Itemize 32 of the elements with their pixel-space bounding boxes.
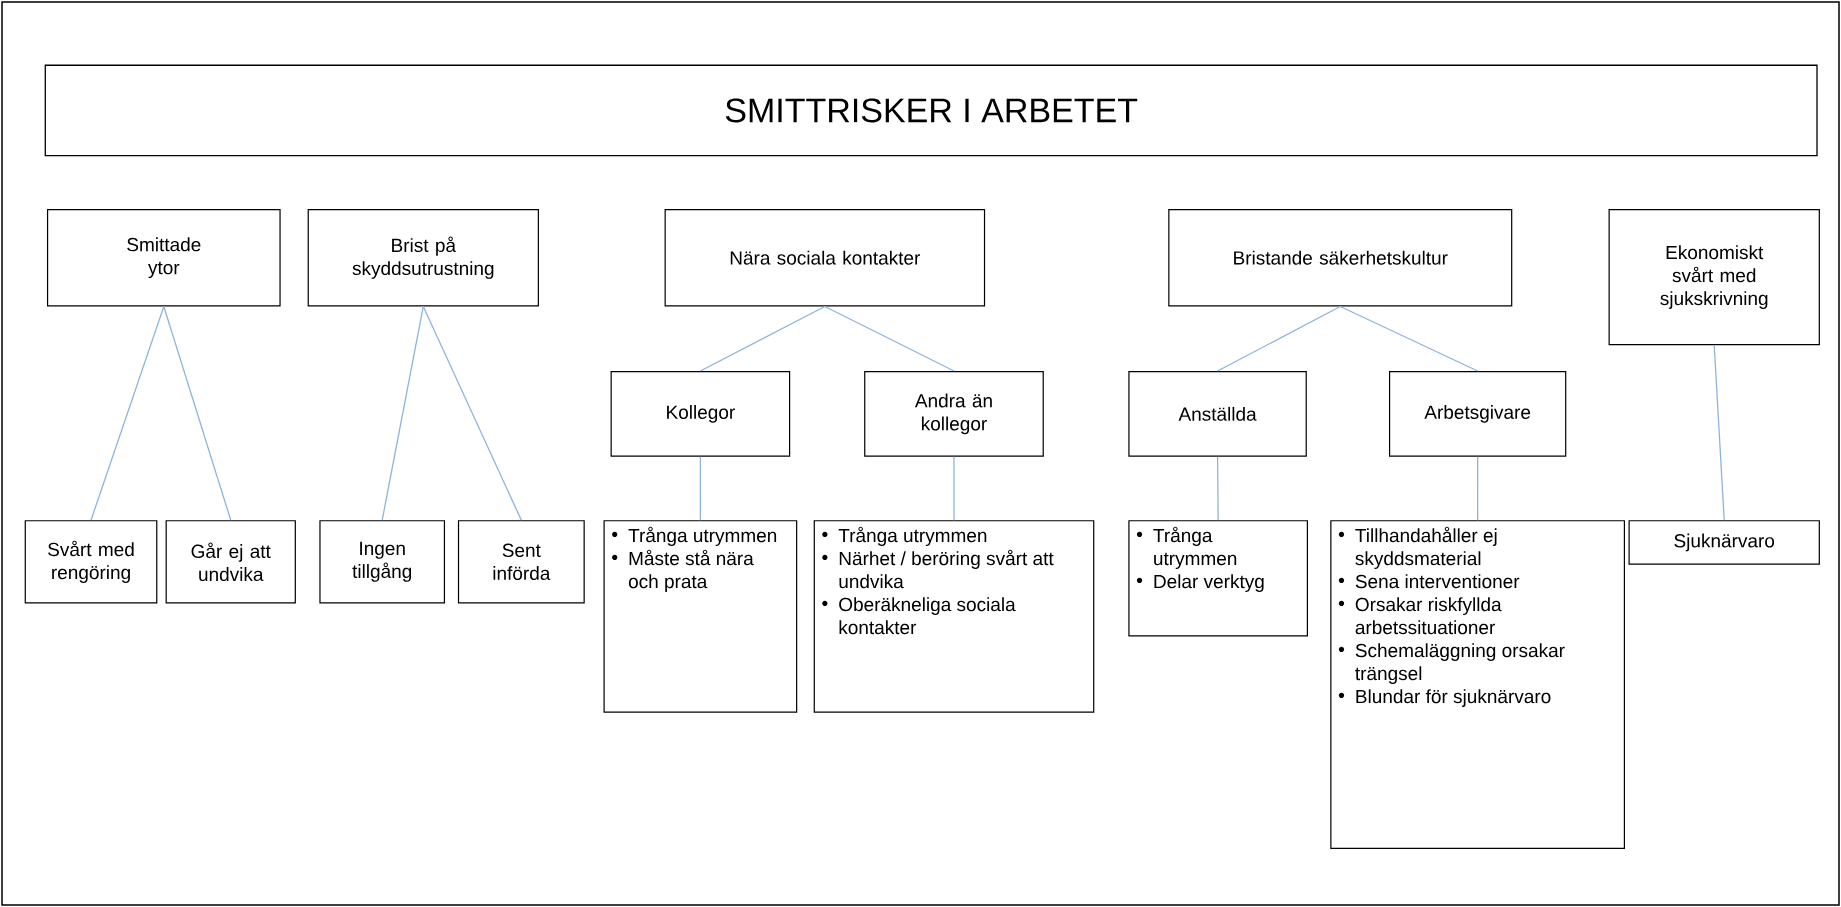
connector-line xyxy=(1477,456,1479,521)
category-box: Brist på skyddsutrustning xyxy=(307,209,539,307)
connector-line xyxy=(381,305,424,521)
connector-line xyxy=(90,305,165,521)
category-box: Bristande säkerhetskultur xyxy=(1168,209,1513,307)
bullet-list-box: Tillhandahåller ej skyddsmaterial Sena interventioner Orsakar riskfyllda arbetssituationer Schemaläggning orsakar trängsel Blundar för sjuknärvaro xyxy=(1330,520,1625,849)
bullet-list-box: Trånga utrymmen Delar verktyg xyxy=(1128,520,1308,637)
category-box: Nära sociala kontakter xyxy=(664,209,986,307)
connector-line xyxy=(699,305,826,372)
connector-line xyxy=(163,305,232,521)
connector-line xyxy=(699,456,702,521)
connector-line xyxy=(953,456,955,521)
category-box: Ingen tillgång xyxy=(319,520,446,604)
category-box: Smittade ytor xyxy=(47,209,281,307)
connector-line xyxy=(1339,305,1479,372)
category-box: Andra än kollegor xyxy=(864,371,1044,457)
bullet-list-box: Trånga utrymmen Måste stå nära och prata xyxy=(603,520,798,713)
category-box: Svårt med rengöring xyxy=(24,520,158,604)
category-box: Kollegor xyxy=(610,371,791,457)
bullet-list-box: Trånga utrymmen Närhet / beröring svårt att undvika Oberäkneliga sociala kontakter xyxy=(813,520,1095,713)
connector-line xyxy=(422,305,522,521)
connector-line xyxy=(824,305,955,372)
category-box: Arbetsgivare xyxy=(1389,371,1567,457)
category-box: Sjuknärvaro xyxy=(1628,520,1820,565)
category-box: Sent införda xyxy=(457,520,585,604)
connector-line xyxy=(1216,305,1341,372)
category-box: Anställda xyxy=(1128,371,1307,457)
connector-line xyxy=(1216,456,1219,521)
title-box: SMITTRISKER I ARBETET xyxy=(44,64,1818,157)
category-box: Går ej att undvika xyxy=(165,520,296,604)
category-box: Ekonomiskt svårt med sjukskrivning xyxy=(1608,209,1820,346)
connector-line xyxy=(1713,344,1725,521)
